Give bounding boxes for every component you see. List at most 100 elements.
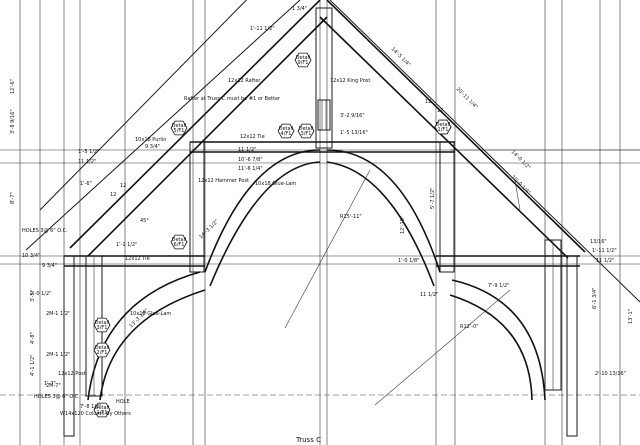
dim-rad2: R12'-0" xyxy=(460,324,479,330)
label-king-post: 12x12 King Post xyxy=(330,78,370,84)
detail-label: Detail xyxy=(95,345,110,351)
detail-label: Detail xyxy=(296,55,311,61)
radius-lines xyxy=(284,149,640,406)
label-purlin: 10x18 Purlin xyxy=(135,137,166,143)
dim-top-left: 1'-11 1/2" xyxy=(250,26,275,32)
detail-label: Detail xyxy=(436,122,451,128)
dim-r-small2: 1'-11 1/2" xyxy=(592,248,617,254)
note-dim-left1: 1'-6" xyxy=(80,181,92,187)
dim-r-low1: 1'-0 1/8" xyxy=(398,258,419,264)
detail-label: 3/F1 xyxy=(97,325,108,331)
detail-label: 6/F1 xyxy=(174,242,185,248)
dim-mid3: 11 1/2" xyxy=(78,159,96,165)
dim-l-low2: 10 3/4" xyxy=(22,253,40,259)
detail-label: Detail xyxy=(172,237,187,243)
detail-label: 3/F1 xyxy=(301,131,312,137)
dim-l-low6: 4'-1 1/2" xyxy=(30,355,36,376)
ties xyxy=(64,141,580,267)
pitch-run-left: 12 xyxy=(110,192,116,198)
note-holes-upper: HOLES 3@ 6" O.C. xyxy=(22,228,68,234)
dim-left-lower: 8'-7" xyxy=(10,192,16,204)
note-dim-left3: 2M-1 1/2" xyxy=(46,311,70,317)
label-rafter-size: 12x12 Rafter xyxy=(228,78,261,84)
dim-mid7: 3'-2 9/16" xyxy=(340,113,365,119)
detail-hexagon xyxy=(170,120,188,136)
dim-r-low4: 2'-10 13/16" xyxy=(595,371,626,377)
dim-mid2: 1'-5 1/2" xyxy=(78,149,99,155)
dim-l-low7: 1'-7" xyxy=(44,381,56,387)
detail-hexagon xyxy=(294,52,312,68)
label-hammer-post: 12x12 Hammer Post xyxy=(198,178,249,184)
dim-slope-right2: 10'-0 1/4" xyxy=(510,174,532,196)
dim-top-small: 1 3/4" xyxy=(292,6,307,12)
columns xyxy=(63,239,578,437)
dim-mid4: 9 3/4" xyxy=(145,144,160,150)
dim-angle: 45° xyxy=(140,218,149,224)
detail-label: 5/F1 xyxy=(174,128,185,134)
label-column: W14x120 Column By Others xyxy=(60,411,131,417)
labels: 1 3/4" 1'-11 1/2" 12'-6" 3'-8 9/16" 8'-7… xyxy=(10,6,634,444)
dim-r-vert2: 5'-7 1/2" xyxy=(430,188,436,209)
detail-hexagon xyxy=(93,342,111,358)
dim-mid1: 11 1/2" xyxy=(238,147,256,153)
dim-diag5: 20'-11 1/4" xyxy=(455,86,479,110)
note-holes-lower: HOLES 3@ 6" O.C. xyxy=(34,394,80,400)
detail-hexagon xyxy=(93,317,111,333)
detail-label: Detail xyxy=(279,126,294,132)
dim-l-low3: 9 3/4" xyxy=(42,263,57,269)
note-dim-left2: 2'-0 1/2" xyxy=(30,291,51,297)
dim-r-small3: 11 1/2" xyxy=(596,258,614,264)
dim-rad1: R15'-11" xyxy=(340,214,362,220)
dim-l-low4: 3'-5" xyxy=(30,290,36,302)
dim-slope-left: 12'-6" xyxy=(10,79,16,94)
dim-r-low2: 11 1/2" xyxy=(420,292,438,298)
drawing-title: Truss C xyxy=(295,436,321,444)
detail-label: Detail xyxy=(299,126,314,132)
hammer-posts xyxy=(189,141,455,273)
detail-hexagon xyxy=(93,402,111,418)
label-glue-lam-upper: 10x18 Glue-Lam xyxy=(255,181,296,187)
rafters xyxy=(25,0,640,303)
king-post xyxy=(315,7,333,149)
detail-label: Detail xyxy=(95,405,110,411)
pitch-rise-left: 12 xyxy=(120,183,126,189)
dim-r-small1: 13/16" xyxy=(590,239,607,245)
dim-l-low1: 1'-1 1/2" xyxy=(116,242,137,248)
label-rafter-note: Rafter at Truss C must be #1 or Better xyxy=(184,96,281,102)
detail-label: 1/F1 xyxy=(438,127,449,133)
dim-mid6: 11'-6 1/4" xyxy=(238,166,263,172)
dim-l-low5: 4'-8" xyxy=(30,332,36,344)
detail-label: 1/F1 xyxy=(97,410,108,416)
detail-label: 2/F1 xyxy=(97,350,108,356)
label-tie-lower: 12x12 Tie xyxy=(125,256,150,262)
dim-r-low3: 7'-9 1/2" xyxy=(488,283,509,289)
dim-slope-right: 14'-0 1/2" xyxy=(510,149,532,171)
label-post: 12x12 Post xyxy=(58,371,86,377)
dim-r-vert3: 6'-1 3/4" xyxy=(592,288,598,309)
dim-mid8: 1'-5 13/16" xyxy=(340,130,368,136)
pitch-rise-right: 12 xyxy=(425,99,431,105)
label-glue-lam-lower: 10x18 Glue-Lam xyxy=(130,311,171,317)
dim-r-vert1: 12'-10" xyxy=(400,216,406,234)
note-dim-left4: 2M-1 1/2" xyxy=(46,352,70,358)
dim-diag1: 14'-3 1/2" xyxy=(198,219,220,241)
label-tie-upper: 12x12 Tie xyxy=(240,134,265,140)
detail-label: 4/F1 xyxy=(281,131,292,137)
dim-mid5: 10'-6 7/8" xyxy=(238,157,263,163)
dim-l-low8: 7'-8 1/2" xyxy=(80,404,101,410)
detail-label: Detail xyxy=(95,320,110,326)
dim-left-vertical: 3'-8 9/16" xyxy=(10,109,16,134)
detail-label: 9/F1 xyxy=(298,60,309,66)
note-hole-small: HOLE xyxy=(116,399,130,405)
